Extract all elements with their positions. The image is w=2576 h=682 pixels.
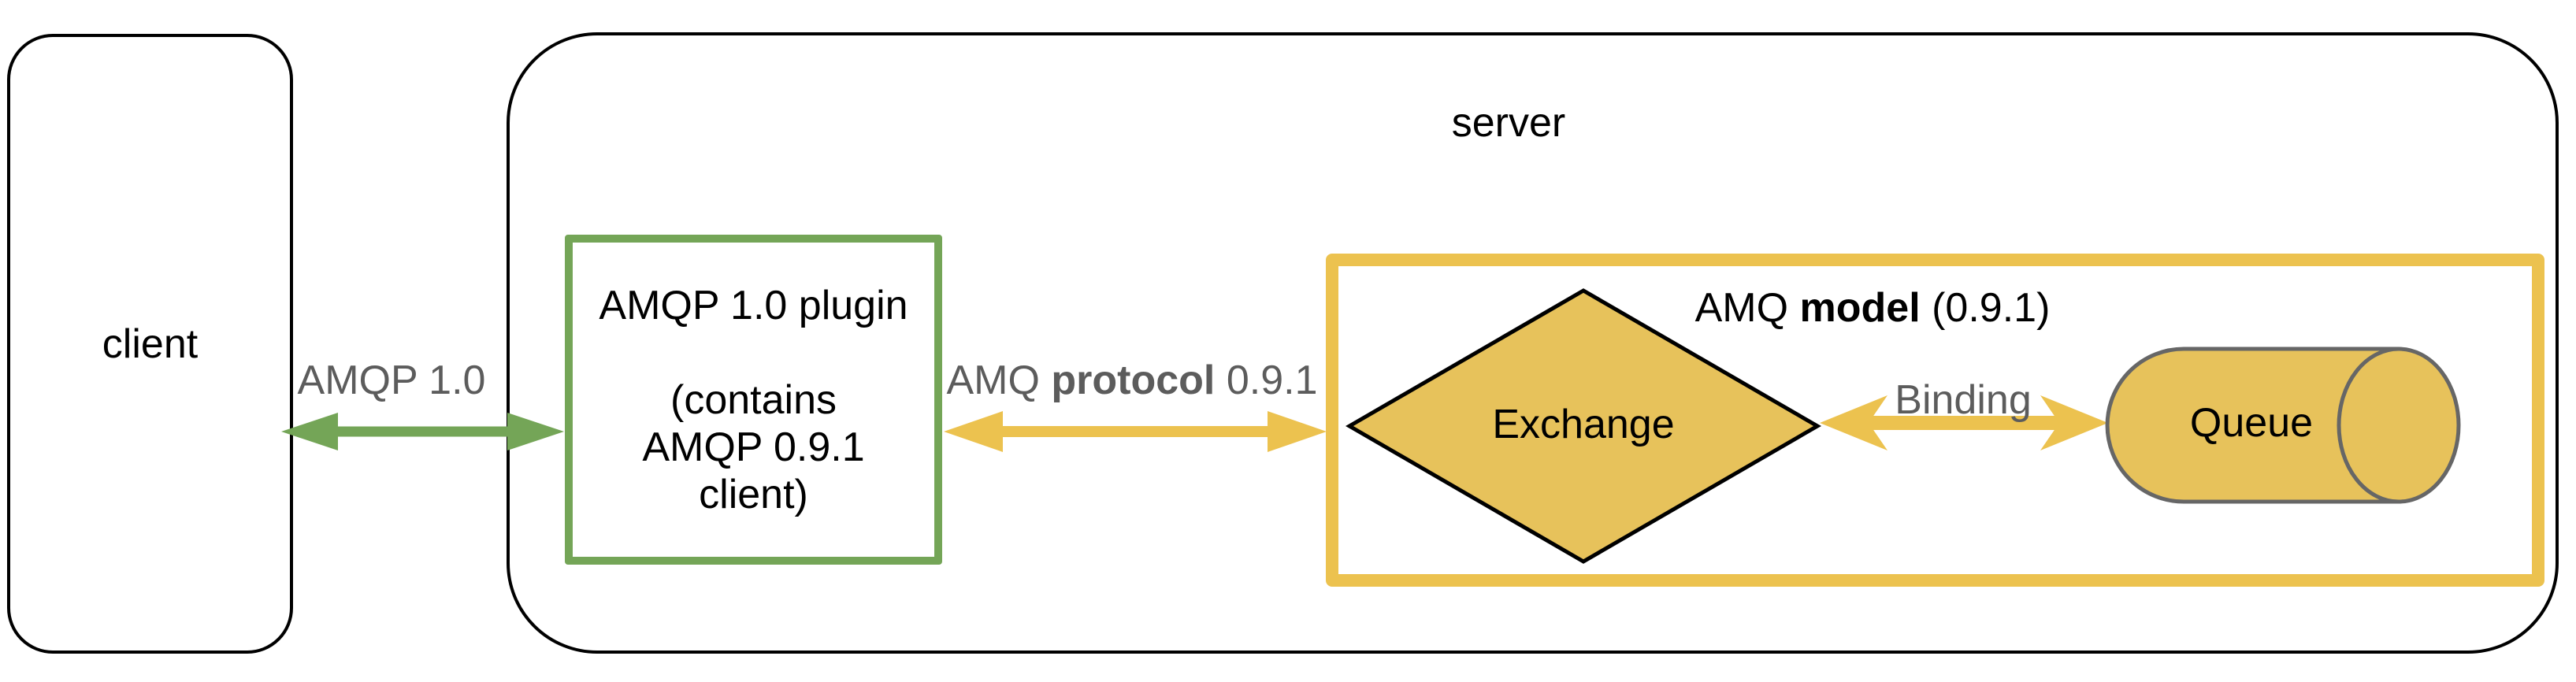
model-title-suffix: (0.9.1) bbox=[1920, 285, 2051, 331]
plugin-title: AMQP 1.0 plugin bbox=[599, 282, 908, 328]
plugin-spacer bbox=[573, 329, 934, 376]
amq-model-title: AMQ model (0.9.1) bbox=[1695, 284, 2051, 332]
client-label: client bbox=[102, 321, 199, 367]
client-box: client bbox=[7, 34, 293, 654]
binding-arrow-label: Binding bbox=[1895, 377, 2032, 423]
protocol-label-prefix: AMQ bbox=[946, 358, 1052, 403]
amqp10-arrow-label: AMQP 1.0 bbox=[297, 358, 486, 403]
queue-label: Queue bbox=[2189, 400, 2314, 446]
model-title-bold: model bbox=[1799, 285, 1921, 331]
plugin-subtext-line1: (contains bbox=[670, 376, 837, 423]
server-box bbox=[507, 32, 2559, 654]
plugin-box: AMQP 1.0 plugin (contains AMQP 0.9.1 cli… bbox=[565, 235, 942, 565]
plugin-subtext-line2: AMQP 0.9.1 bbox=[642, 424, 865, 470]
protocol-label-bold: protocol bbox=[1051, 358, 1216, 403]
server-label: server bbox=[1451, 100, 1566, 146]
exchange-label: Exchange bbox=[1492, 402, 1675, 447]
model-title-prefix: AMQ bbox=[1694, 285, 1800, 331]
amq-model-box bbox=[1326, 254, 2544, 587]
plugin-subtext-line3: client) bbox=[699, 471, 808, 517]
protocol-label-suffix: 0.9.1 bbox=[1215, 358, 1318, 403]
protocol-arrow-label: AMQ protocol 0.9.1 bbox=[947, 358, 1318, 402]
